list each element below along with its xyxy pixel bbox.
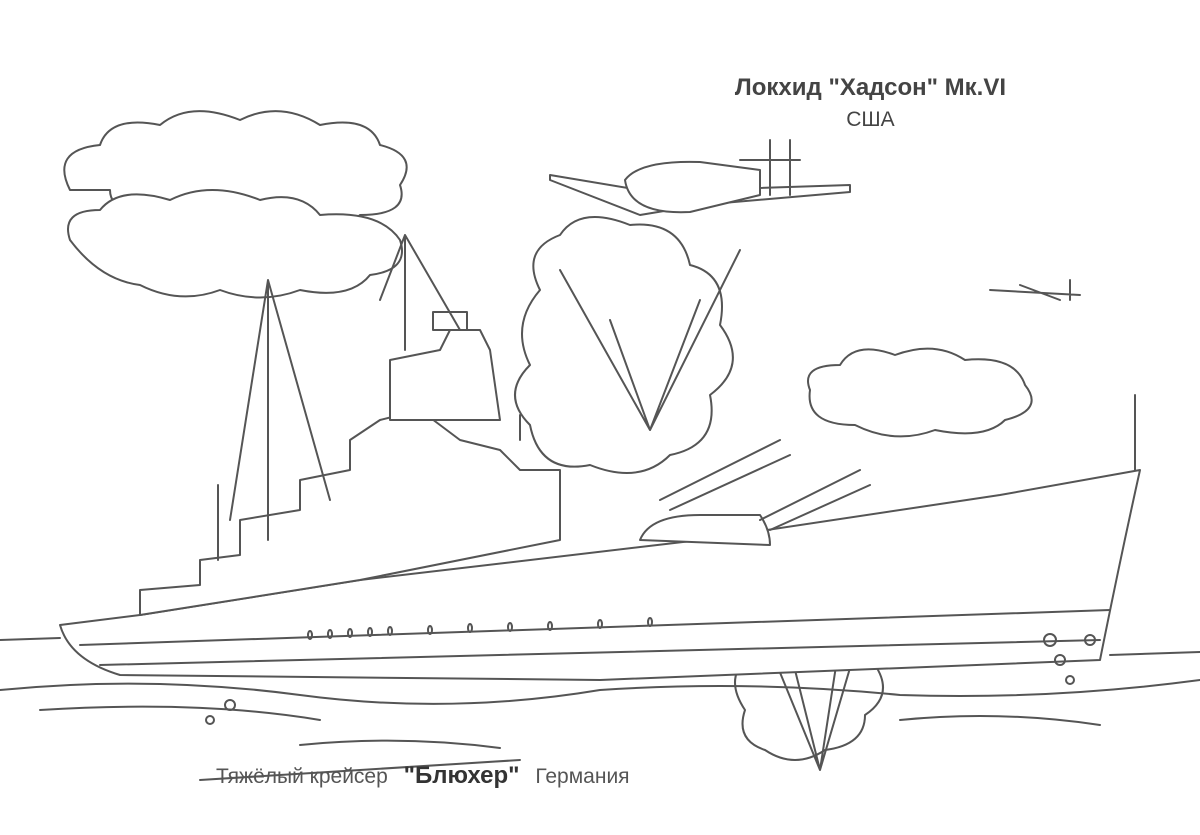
hudson-plane (549, 139, 851, 216)
cruiser (59, 234, 1141, 681)
ship-caption: Тяжёлый крейсер "Блюхер" Германия (216, 762, 630, 790)
plane-country: США (846, 108, 895, 131)
ship-type: Тяжёлый крейсер (216, 765, 388, 788)
plane-title: Локхид "Хадсон" Мк.VI (734, 74, 1006, 101)
plane-caption: Локхид "Хадсон" Мк.VI США (735, 74, 1006, 132)
waves (0, 633, 1200, 781)
ship-name: "Блюхер" (403, 762, 520, 789)
small-plane (989, 279, 1081, 301)
ship-country: Германия (535, 765, 630, 788)
